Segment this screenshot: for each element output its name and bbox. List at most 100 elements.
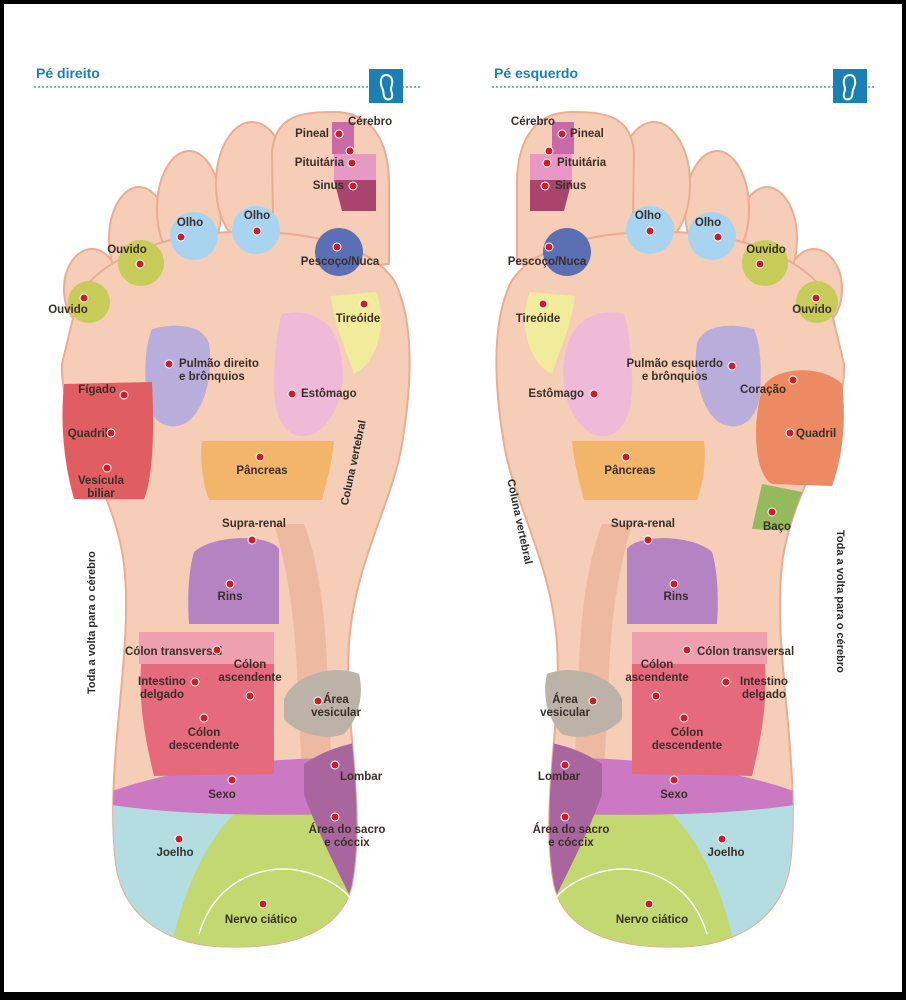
label-pineal: Pineal [570,128,604,140]
label-intestino: Intestino delgado [740,676,788,701]
point-joelho [717,834,727,844]
label-pescoco: Pescoço/Nuca [507,256,587,268]
label-ouvido-2: Ouvido [792,304,832,316]
left-foot-diagram [495,110,846,948]
label-sacro: Área do sacro e cóccix [308,824,386,849]
point-sexo [669,775,679,785]
label-joelho: Joelho [156,847,194,859]
label-vesicula: Vesícula biliar [77,475,125,500]
point-area-vesicular [588,696,598,706]
label-rins: Rins [663,591,689,603]
label-pescoco: Pescoço/Nuca [300,256,380,268]
point-estomago [589,389,599,399]
point-quadril [785,428,795,438]
label-sacro: Área do sacro e cóccix [532,824,610,849]
point-tireoide [359,299,369,309]
point-sexo [227,775,237,785]
label-colon-transversal: Cólon transversal [125,646,223,658]
point-figado [119,390,129,400]
point-colon-ascendente [245,691,255,701]
label-olho-1: Olho [634,210,662,222]
label-tireoide: Tireóide [515,313,561,325]
point-cerebro [334,129,344,139]
label-supra-renal: Supra-renal [222,518,286,530]
point-supra-renal [643,535,653,545]
label-ouvido-1: Ouvido [107,244,147,256]
right-foot-diagram [60,110,411,948]
label-colon-ascendente: Cólon ascendente [625,659,689,684]
point-lombar [330,760,340,770]
label-sexo: Sexo [208,789,236,801]
point-baco [767,507,777,517]
label-cerebro: Cérebro [510,116,555,128]
point-ouvido-1 [755,259,765,269]
point-nervo-ciatico [644,899,654,909]
point-pescoco [544,242,554,252]
point-coracao [788,375,798,385]
label-estomago: Estômago [528,388,584,400]
label-rins: Rins [217,591,243,603]
left-foot-title: Pé esquerdo [494,65,579,81]
point-ouvido-1 [135,259,145,269]
point-quadril [106,428,116,438]
label-toda-volta: Toda a volta para o cérebro [834,530,846,673]
point-pescoco [332,242,342,252]
label-quadril: Quadril [796,428,837,440]
label-figado: Fígado [78,384,116,396]
point-sacro [330,812,340,822]
label-estomago: Estômago [301,388,357,400]
label-colon-transversal: Cólon transversal [697,646,795,658]
point-pituitaria [542,158,552,168]
point-pulmao [727,361,737,371]
label-tireoide: Tireóide [335,313,381,325]
label-colon-descendente: Cólon descendente [168,727,240,752]
point-estomago [287,389,297,399]
point-pineal [345,146,355,156]
point-colon-transversal [212,645,222,655]
point-colon-ascendente [651,691,661,701]
label-colon-ascendente: Cólon ascendente [218,659,282,684]
label-pineal: Pineal [295,128,329,140]
reflexology-chart: Pé direito Pé esquerdo [4,4,902,992]
label-pituitaria: Pituitária [557,157,607,169]
point-olho-1 [176,232,186,242]
label-joelho: Joelho [707,847,745,859]
label-pulmao: Pulmão esquerdo e brônquios [626,358,724,383]
point-olho-2 [252,226,262,236]
point-rins [225,579,235,589]
label-ouvido-1: Ouvido [746,244,786,256]
label-baco: Baço [762,521,792,533]
label-nervo-ciatico: Nervo ciático [615,914,689,926]
label-pituitaria: Pituitária [294,157,344,169]
label-pancreas: Pâncreas [236,465,288,477]
label-intestino: Intestino delgado [138,676,186,701]
point-intestino [190,677,200,687]
label-area-vesicular: Área vesicular [311,694,361,719]
label-pancreas: Pâncreas [604,465,656,477]
foot-icon [369,69,403,103]
label-colon-descendente: Cólon descendente [651,727,723,752]
point-pancreas [621,452,631,462]
label-lombar: Lombar [340,771,383,783]
point-sinus [348,181,358,191]
right-header-rule [34,86,420,88]
point-rins [669,579,679,589]
point-olho-2 [713,232,723,242]
label-cerebro: Cérebro [348,116,393,128]
right-foot-title: Pé direito [36,65,100,81]
foot-icon [833,69,867,103]
label-lombar: Lombar [537,771,581,783]
point-vesicula [102,463,112,473]
point-lombar [560,760,570,770]
point-pineal [544,146,554,156]
point-pituitaria [347,158,357,168]
point-sacro [560,812,570,822]
label-area-vesicular: Área vesicular [540,694,590,719]
point-area-vesicular [313,696,323,706]
label-olho-2: Olho [694,217,722,229]
label-quadril: Quadril [67,428,108,440]
label-sexo: Sexo [660,789,688,801]
label-pulmao: Pulmão direito e brônquios [179,358,259,383]
point-olho-1 [645,226,655,236]
left-header-rule [492,86,874,88]
